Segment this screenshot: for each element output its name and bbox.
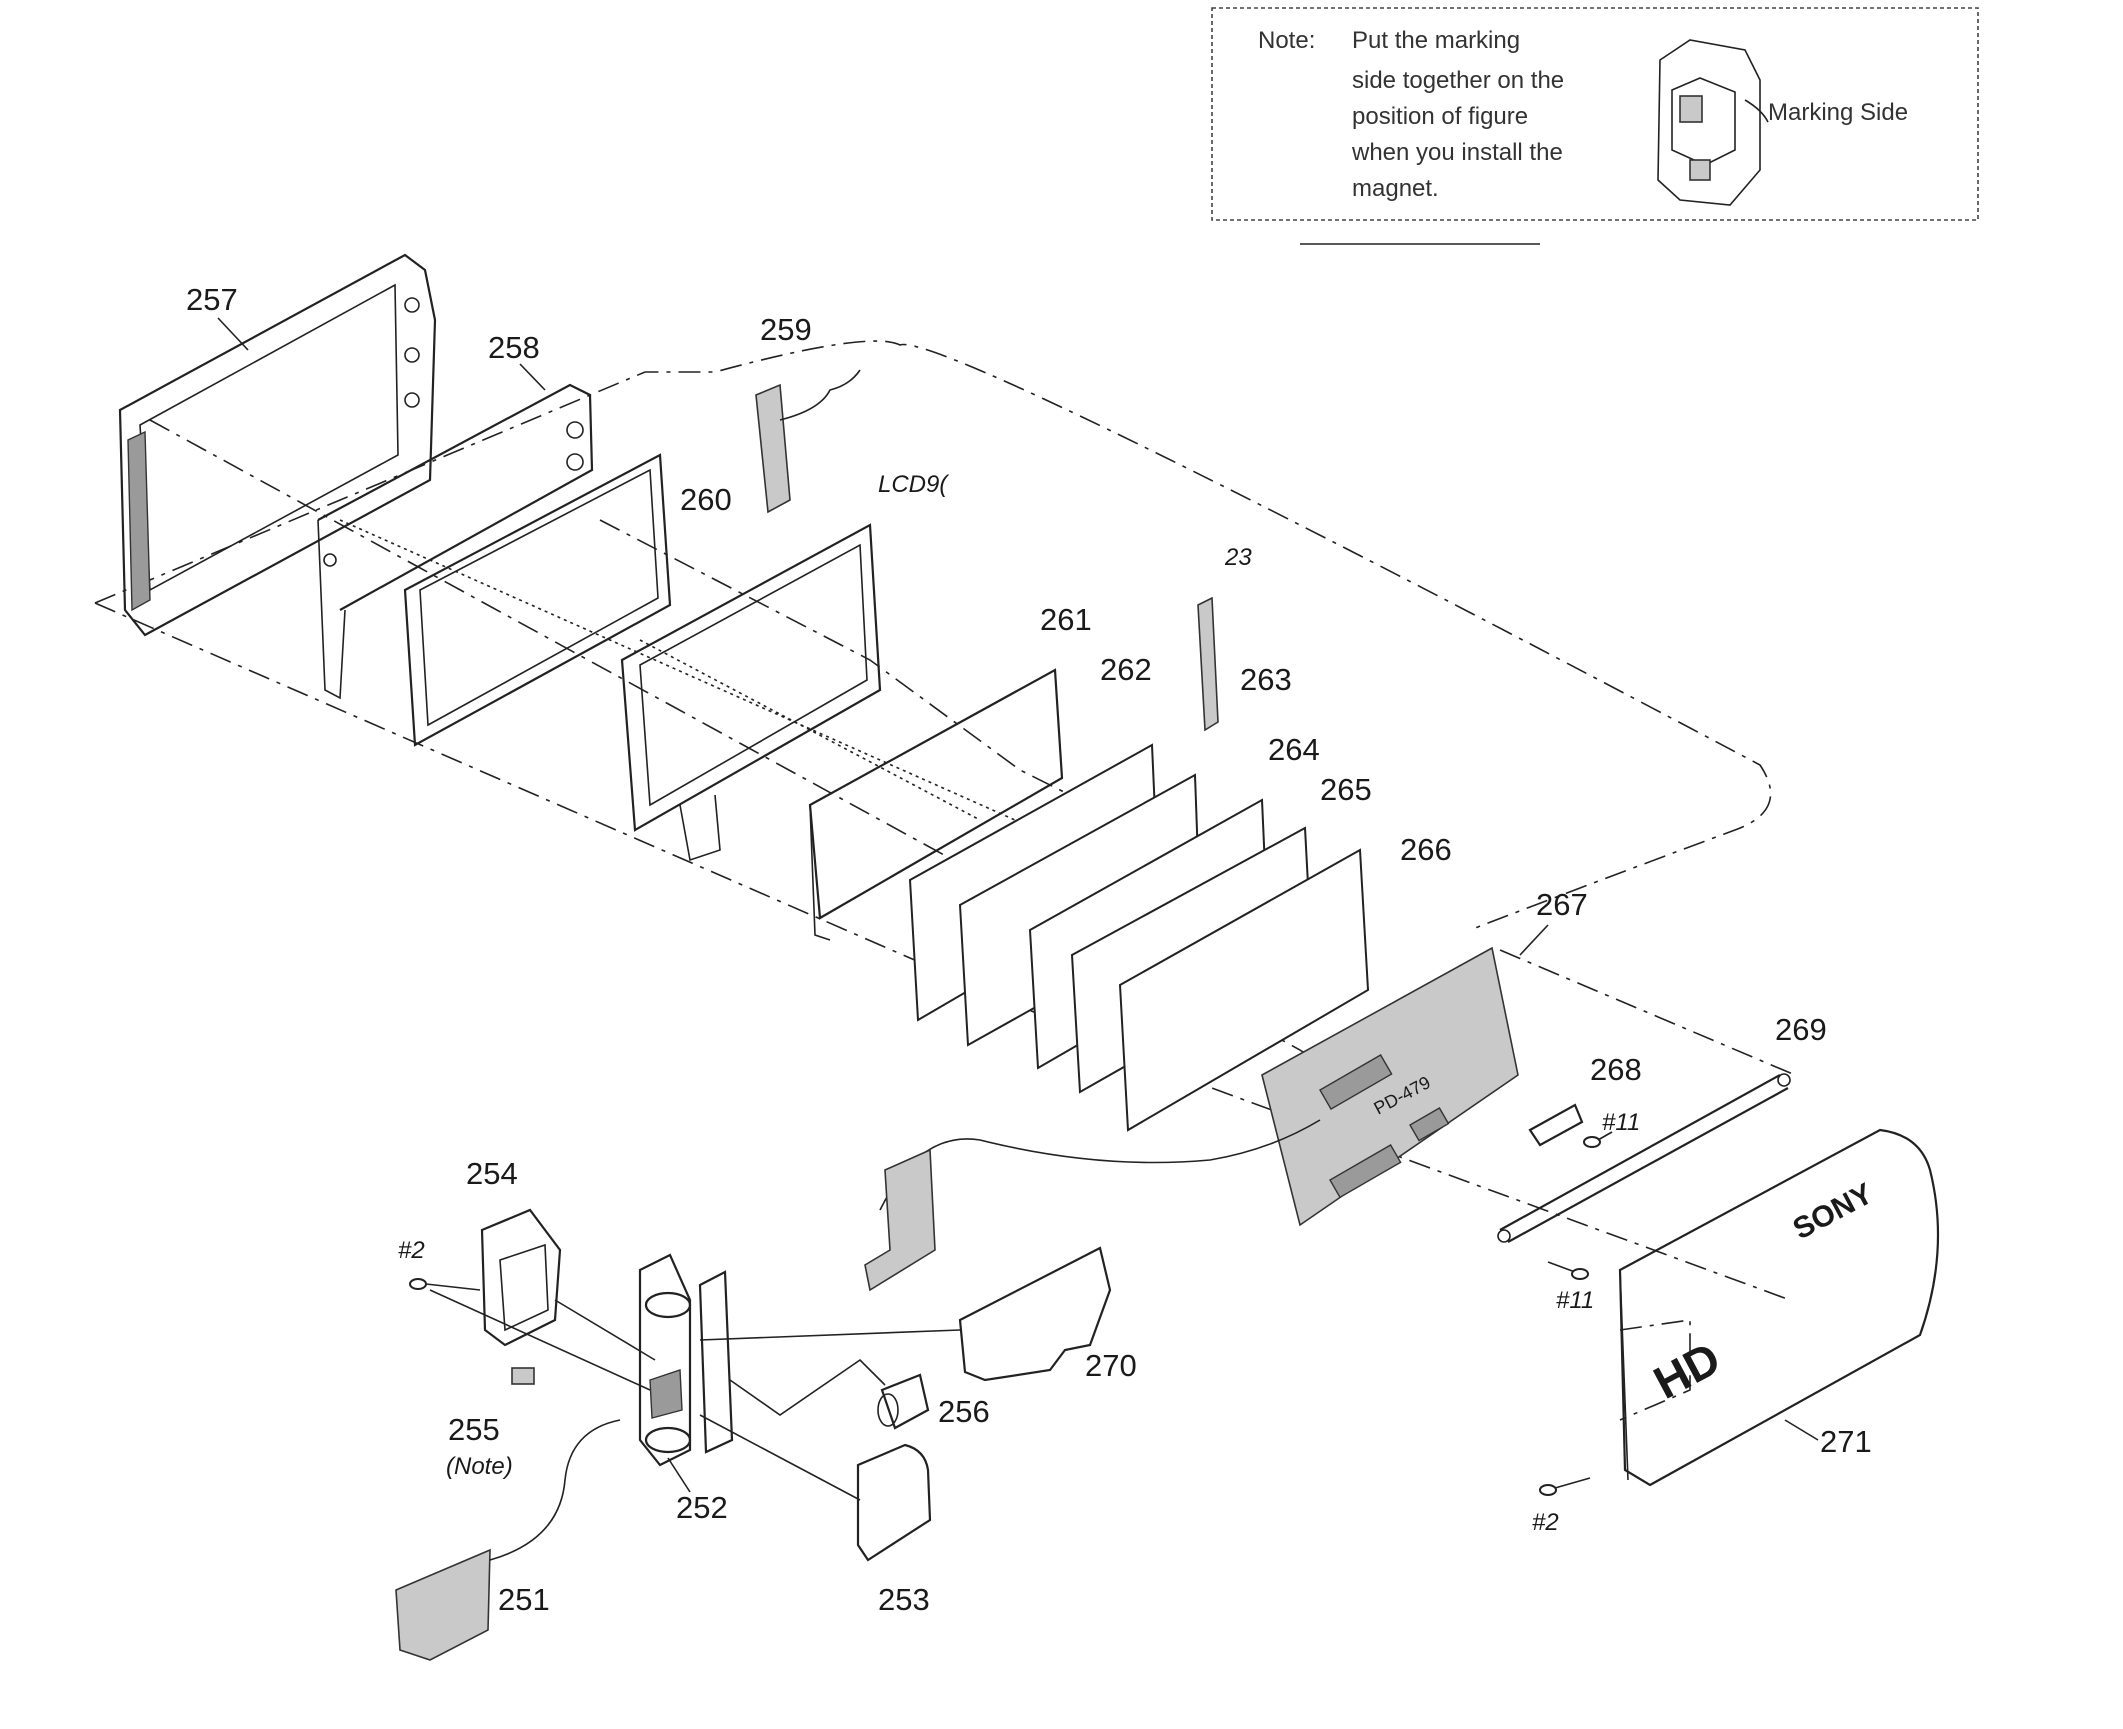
label-264: 264 — [1268, 732, 1320, 767]
part-271-cabinet: SONY HD — [1618, 1128, 1940, 1487]
part-259-flex — [755, 369, 861, 514]
label-258: 258 — [488, 330, 540, 365]
part-261-frame — [808, 668, 1064, 941]
part-lcd-panel — [620, 523, 882, 862]
label-251: 251 — [498, 1582, 550, 1617]
part-255-magnet — [511, 1367, 535, 1385]
label-271: 271 — [1820, 1424, 1872, 1459]
note-box: Note: Put the marking side together on t… — [1211, 7, 1979, 221]
label-263: 263 — [1240, 662, 1292, 697]
label-lcd: LCD9( — [878, 471, 950, 498]
label-257: 257 — [186, 282, 238, 317]
part-251-flex — [395, 1419, 621, 1661]
label-260: 260 — [680, 482, 732, 517]
marking-side-label: Marking Side — [1768, 99, 1908, 126]
screw-label-11b: #11 — [1556, 1287, 1594, 1314]
note-line-2: side together on the — [1352, 67, 1564, 94]
part-267-pd479-board: PD-479 — [1261, 946, 1519, 1227]
label-261: 261 — [1040, 602, 1092, 637]
label-265: 265 — [1320, 772, 1372, 807]
hd-marking: HD — [1645, 1332, 1728, 1409]
note-line-4: when you install the — [1351, 139, 1563, 166]
label-254: 254 — [466, 1156, 518, 1191]
brand-marking: SONY — [1788, 1177, 1879, 1246]
part-270-cover — [958, 1246, 1112, 1382]
label-256: 256 — [938, 1394, 990, 1429]
label-23: 23 — [1224, 544, 1252, 571]
label-255: 255 — [448, 1412, 500, 1447]
note-line-3: position of figure — [1352, 103, 1528, 130]
part-269-rod — [1497, 1073, 1791, 1243]
magnet-figure-icon — [1657, 39, 1769, 206]
label-269: 269 — [1775, 1012, 1827, 1047]
label-270: 270 — [1085, 1348, 1137, 1383]
screw-2b — [1539, 1477, 1591, 1496]
screw-11b — [1547, 1261, 1589, 1280]
part-266-sheet — [1118, 848, 1370, 1132]
part-258-bracket — [317, 383, 594, 700]
part-254-bracket — [480, 1208, 562, 1347]
label-253: 253 — [878, 1582, 930, 1617]
part-253-cover — [856, 1443, 932, 1562]
part-257-front-frame — [118, 253, 437, 637]
label-262: 262 — [1100, 652, 1152, 687]
assembly-envelope-upper — [94, 340, 1772, 931]
label-255-note: (Note) — [446, 1453, 513, 1480]
note-prefix: Note: — [1258, 27, 1315, 54]
label-252: 252 — [676, 1490, 728, 1525]
part-256-connector — [877, 1373, 930, 1430]
hinge-flex-cable — [864, 1148, 936, 1292]
screw-label-2b: #2 — [1532, 1509, 1559, 1536]
screw-label-11a: #11 — [1602, 1109, 1640, 1136]
label-266: 266 — [1400, 832, 1452, 867]
screw-label-2a: #2 — [398, 1237, 425, 1264]
label-268: 268 — [1590, 1052, 1642, 1087]
note-line-1: Put the marking — [1352, 27, 1520, 54]
screw-2a — [409, 1278, 481, 1291]
label-267: 267 — [1536, 887, 1588, 922]
part-23-strip — [1197, 596, 1219, 732]
part-260-sheet — [403, 453, 672, 747]
label-259: 259 — [760, 312, 812, 347]
part-252-hinge — [638, 1253, 692, 1467]
part-268-bracket — [1528, 1103, 1613, 1148]
note-line-5: magnet. — [1352, 175, 1439, 202]
